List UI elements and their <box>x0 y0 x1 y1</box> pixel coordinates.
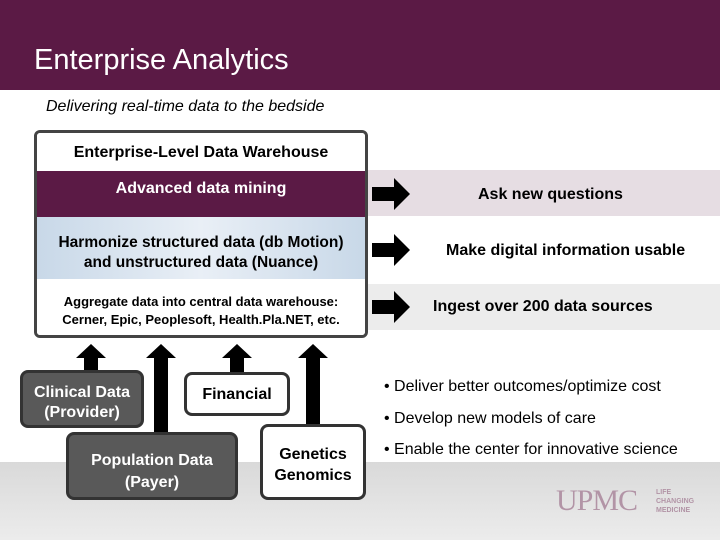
page-title: Enterprise Analytics <box>34 44 289 76</box>
outcome-band-1 <box>360 170 720 216</box>
aggregate-line-1: Aggregate data into central data warehou… <box>63 294 339 309</box>
data-warehouse-box: Enterprise-Level Data Warehouse Advanced… <box>34 130 368 338</box>
financial-box: Financial <box>184 372 290 416</box>
right-arrow-icon <box>372 291 410 323</box>
population-label-1: Population Data <box>91 452 213 469</box>
genetics-label-1: Genetics <box>279 446 347 463</box>
population-label-2: (Payer) <box>124 474 180 491</box>
clinical-data-box: Clinical Data (Provider) <box>20 370 144 428</box>
up-arrow-icon <box>76 344 106 378</box>
population-data-box: Population Data (Payer) <box>66 432 238 500</box>
clinical-label-2: (Provider) <box>44 404 120 421</box>
right-arrow-icon <box>372 178 410 210</box>
up-arrow-icon <box>298 344 328 428</box>
up-arrow-icon <box>222 344 252 378</box>
bullet-dot-icon: • <box>384 410 395 427</box>
bullet-dot-icon: • <box>384 378 395 395</box>
financial-label: Financial <box>202 386 272 403</box>
genetics-box: Genetics Genomics <box>260 424 366 500</box>
harmonize-line-2: and unstructured data (Nuance) <box>83 254 319 271</box>
warehouse-heading: Enterprise-Level Data Warehouse <box>37 133 365 171</box>
aggregate-line-2: Cerner, Epic, Peoplesoft, Health.Pla.NET… <box>62 312 340 327</box>
right-arrow-icon <box>372 234 410 266</box>
up-arrow-icon <box>146 344 176 438</box>
outcome-digital-usable: Make digital information usable <box>446 242 686 259</box>
outcome-band-3 <box>360 284 720 330</box>
harmonize-line-1: Harmonize structured data (db Motion) <box>58 234 344 251</box>
title-bar: Enterprise Analytics <box>0 0 720 90</box>
outcome-band-2 <box>360 228 720 274</box>
harmonize-layer: Harmonize structured data (db Motion) an… <box>37 217 365 279</box>
bullet-item: • Develop new models of care <box>384 410 596 427</box>
clinical-label-1: Clinical Data <box>33 384 131 401</box>
bullet-item: • Enable the center for innovative scien… <box>384 441 678 458</box>
outcome-ingest-sources: Ingest over 200 data sources <box>433 298 653 315</box>
bullet-item: • Deliver better outcomes/optimize cost <box>384 378 661 395</box>
data-mining-layer: Advanced data mining <box>37 171 365 217</box>
subtitle: Delivering real-time data to the bedside <box>46 98 325 115</box>
bullet-dot-icon: • <box>384 441 395 458</box>
aggregate-layer: Aggregate data into central data warehou… <box>37 279 365 335</box>
genetics-label-2: Genomics <box>274 467 352 484</box>
outcome-ask-questions: Ask new questions <box>478 186 623 203</box>
